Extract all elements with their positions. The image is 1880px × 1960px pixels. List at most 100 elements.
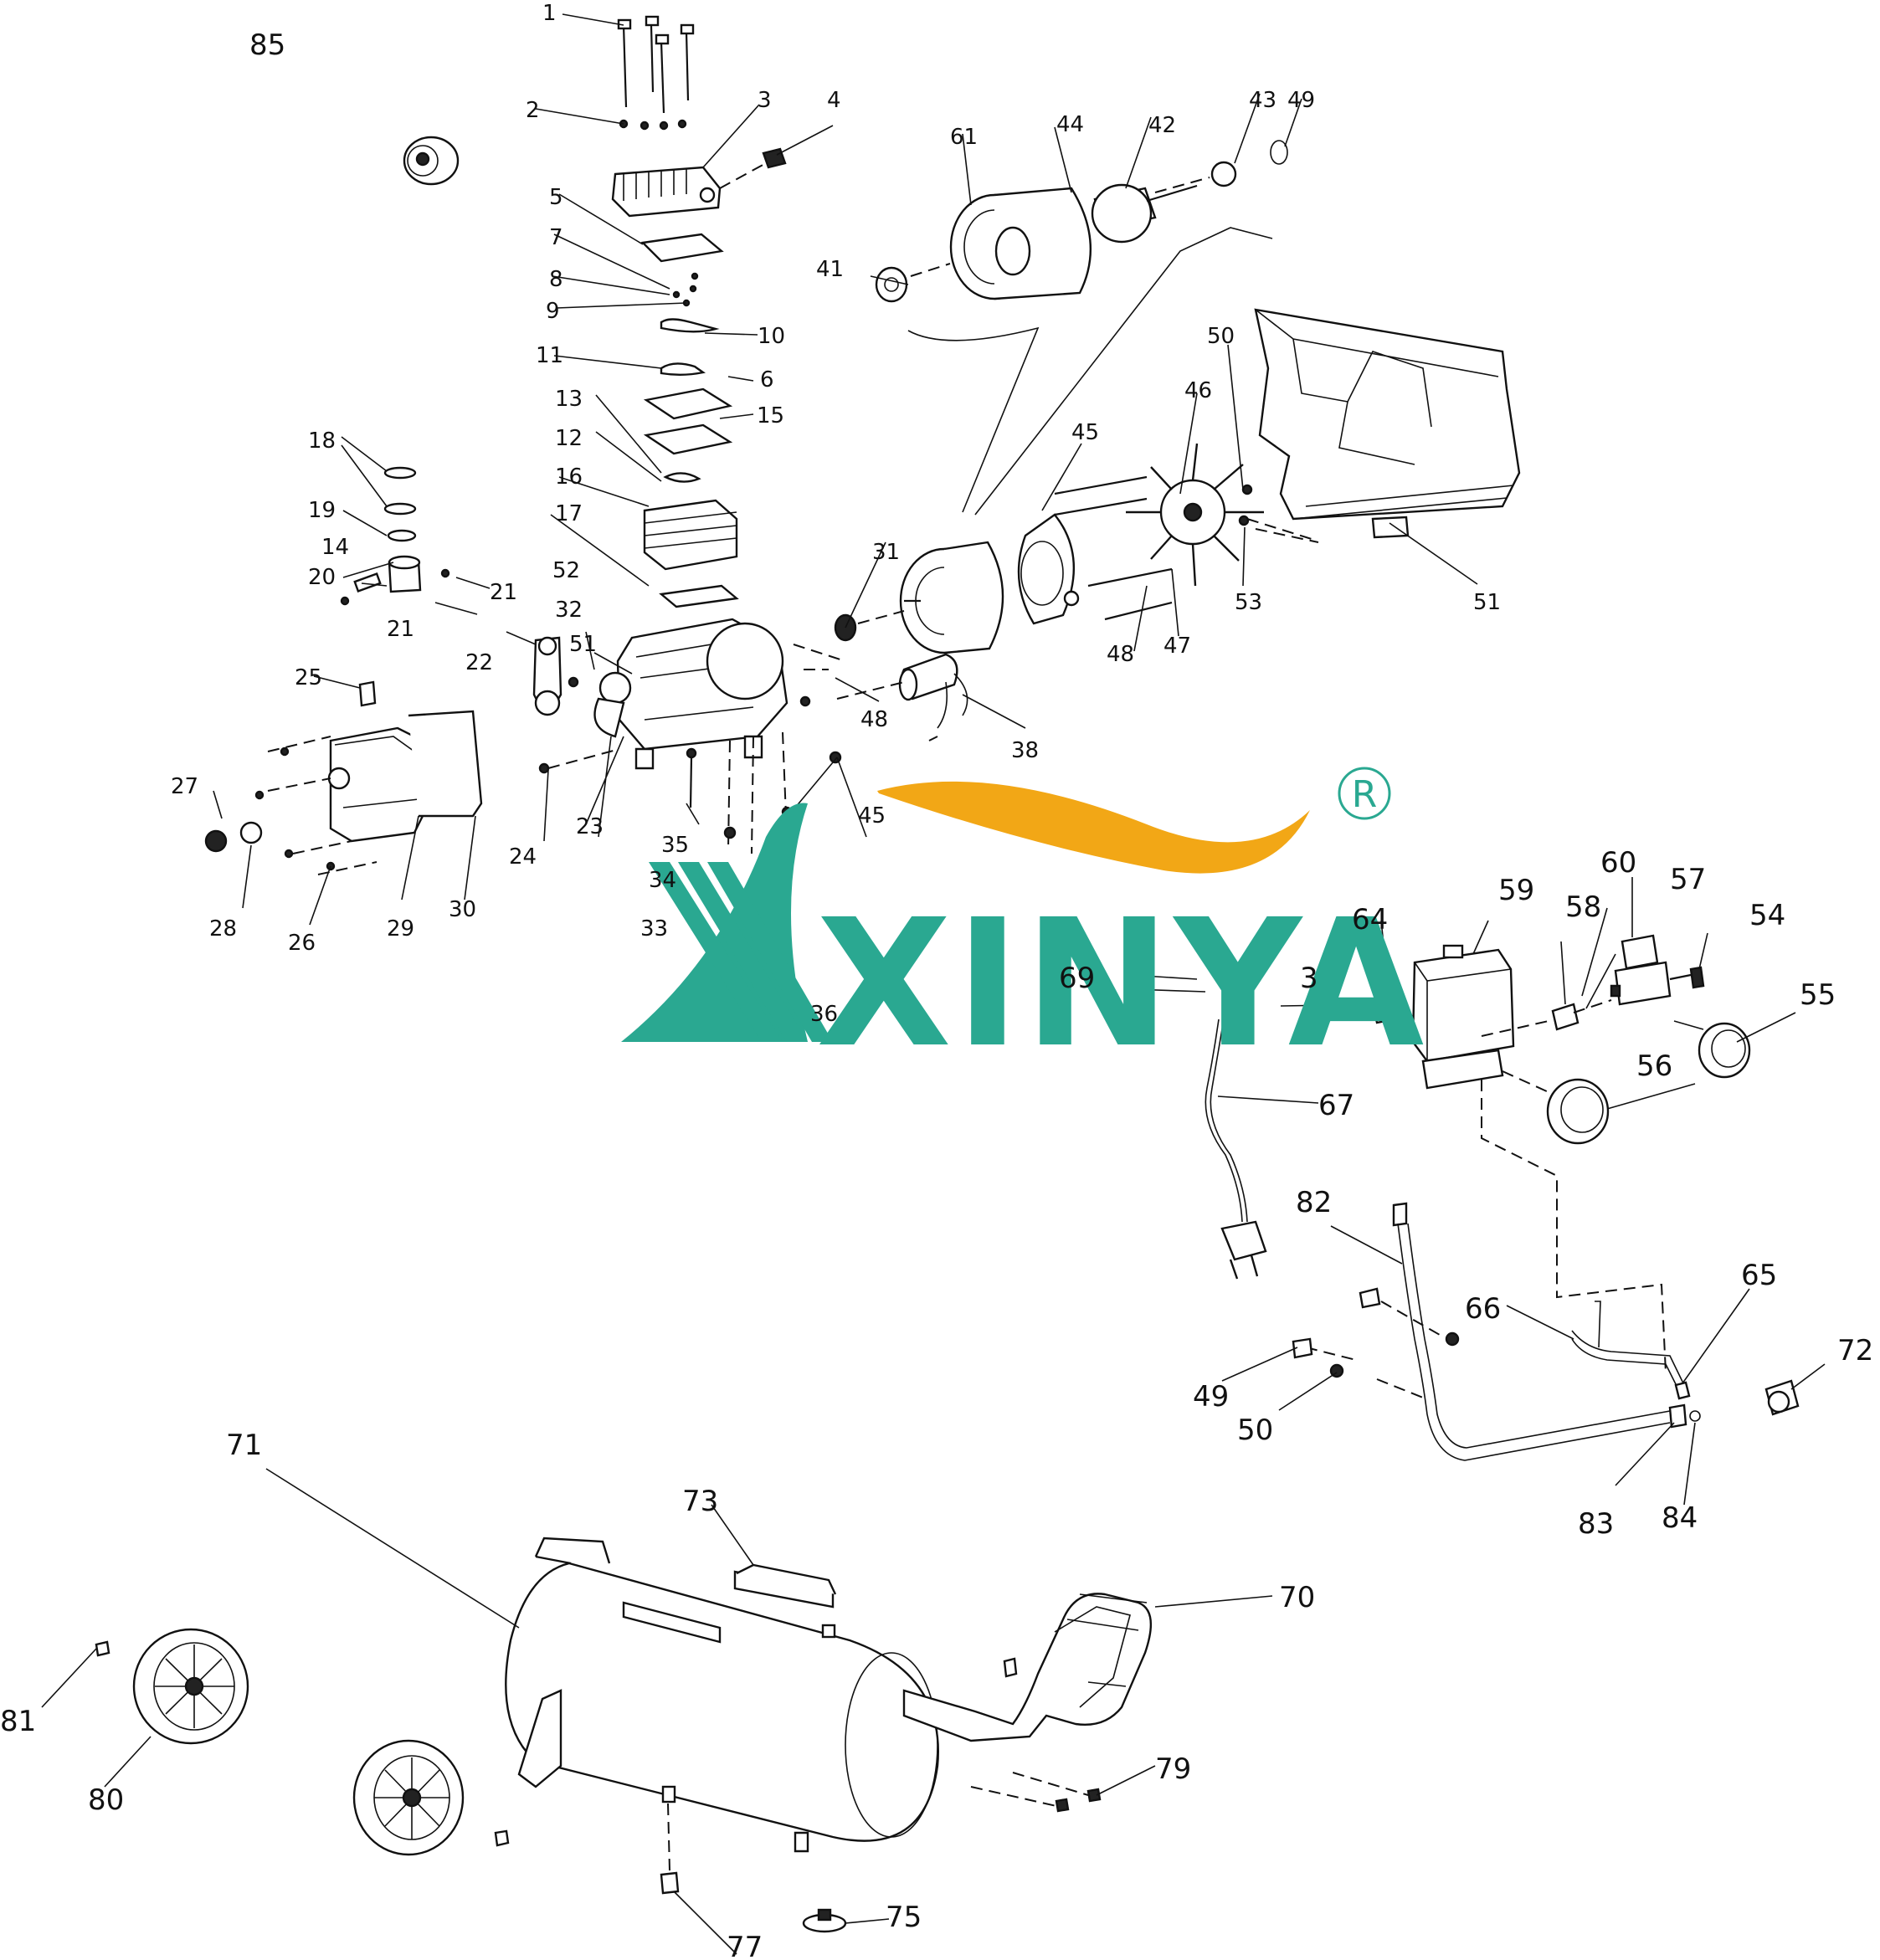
part-label-29: 29 — [387, 916, 414, 942]
part-label-20: 20 — [308, 565, 336, 590]
part-label-84: 84 — [1662, 1501, 1698, 1535]
part-label-30: 30 — [449, 897, 476, 922]
part-label-26: 26 — [288, 931, 316, 956]
part-label-77: 77 — [727, 1931, 763, 1960]
registered-mark-circle — [1338, 767, 1391, 820]
part-label-11: 11 — [536, 343, 563, 368]
motor-end-bell — [1017, 513, 1080, 625]
part-label-7: 7 — [549, 225, 563, 250]
part-label-25: 25 — [295, 665, 322, 690]
drain-valve-72 — [1764, 1379, 1800, 1416]
cylinder-block — [643, 499, 739, 608]
part-label-54: 54 — [1749, 899, 1785, 932]
wheels — [95, 1628, 510, 1856]
cooling-fan — [1126, 443, 1264, 587]
motor-stator — [899, 541, 1004, 654]
xinya-logo: XINYA R — [621, 767, 1424, 1086]
part-label-35: 35 — [661, 833, 689, 858]
part-label-48a: 48 — [1107, 642, 1134, 667]
part-label-6: 6 — [760, 367, 774, 393]
part-label-36: 36 — [810, 1002, 838, 1027]
air-tank — [505, 1537, 939, 1895]
part-label-44: 44 — [1056, 112, 1084, 137]
valve-plate-stack — [640, 233, 733, 483]
pressure-regulator — [1481, 934, 1705, 1037]
logo-orange-swoosh — [877, 781, 1310, 874]
part-label-51b: 51 — [569, 632, 597, 657]
tank-bolts-79 — [802, 1772, 1102, 1933]
crankcase — [593, 618, 788, 770]
part-label-83: 83 — [1578, 1507, 1614, 1541]
part-label-59: 59 — [1498, 874, 1534, 907]
part-label-51a: 51 — [1473, 590, 1501, 615]
part-label-55: 55 — [1800, 978, 1836, 1012]
capacitor — [836, 653, 968, 741]
part-label-56: 56 — [1636, 1049, 1672, 1083]
part-label-53b: 3 — [1300, 962, 1318, 995]
part-label-73: 73 — [682, 1485, 718, 1518]
part-label-3: 3 — [758, 88, 772, 113]
part-label-22: 22 — [465, 650, 493, 675]
part-label-43: 43 — [1249, 88, 1276, 113]
motor-stator-top — [949, 187, 1092, 300]
part-label-27: 27 — [171, 774, 198, 799]
part-label-49b: 49 — [1193, 1380, 1229, 1414]
piston-rings-assembly — [340, 466, 450, 606]
part-label-12: 12 — [555, 426, 583, 451]
connecting-rod — [532, 636, 562, 716]
part-label-38: 38 — [1011, 738, 1039, 763]
part-label-71: 71 — [226, 1429, 262, 1462]
part-label-85: 85 — [249, 28, 285, 62]
power-cord — [1205, 1018, 1267, 1280]
tank-bracket-73 — [736, 1563, 837, 1595]
part-label-10: 10 — [758, 324, 785, 349]
part-label-4: 4 — [827, 88, 841, 113]
block-screws — [538, 644, 846, 854]
part-label-79: 79 — [1155, 1752, 1191, 1786]
part-label-15: 15 — [757, 403, 784, 428]
motor-leader-lines — [907, 227, 1273, 516]
part-label-32: 32 — [555, 598, 583, 623]
part-label-19: 19 — [308, 498, 336, 523]
part-label-16: 16 — [555, 464, 583, 490]
part-label-69: 69 — [1059, 962, 1095, 995]
part-label-9: 9 — [546, 299, 560, 324]
part-label-23: 23 — [576, 814, 604, 839]
part-label-14: 14 — [321, 535, 349, 560]
part-label-21a: 21 — [490, 580, 517, 605]
logo-stripes — [649, 862, 833, 1042]
part-label-70: 70 — [1279, 1581, 1315, 1614]
part-label-61: 61 — [950, 125, 978, 150]
part-label-42: 42 — [1148, 113, 1176, 138]
tube-fasteners — [1292, 1287, 1460, 1398]
part-label-81: 81 — [0, 1705, 36, 1738]
part-label-17: 17 — [555, 501, 583, 526]
pressure-switch — [1371, 944, 1515, 1090]
air-filter — [403, 136, 460, 186]
part-label-41: 41 — [816, 257, 844, 282]
part-label-60: 60 — [1600, 846, 1636, 880]
part-label-66: 66 — [1465, 1292, 1501, 1326]
part-label-72: 72 — [1837, 1334, 1873, 1367]
part-label-64: 64 — [1352, 903, 1388, 936]
part-label-75: 75 — [886, 1901, 922, 1934]
part-label-58: 58 — [1565, 890, 1601, 924]
pressure-gauges — [1502, 1020, 1751, 1145]
tank-handle — [902, 1593, 1153, 1742]
part-label-48b: 48 — [860, 707, 888, 732]
part-label-65: 65 — [1741, 1259, 1777, 1292]
cylinder-head — [611, 147, 787, 218]
part-label-45b: 45 — [858, 803, 886, 829]
part-label-24: 24 — [509, 844, 537, 870]
part-label-50b: 50 — [1237, 1414, 1273, 1447]
leader-lines — [41, 13, 1826, 1955]
part-label-1: 1 — [542, 1, 557, 26]
head-bolts — [617, 15, 695, 131]
part-label-18: 18 — [308, 428, 336, 454]
motor-shroud — [1254, 308, 1521, 543]
part-label-31: 31 — [872, 540, 900, 565]
part-label-47: 47 — [1163, 634, 1191, 659]
part-label-67: 67 — [1318, 1089, 1354, 1122]
